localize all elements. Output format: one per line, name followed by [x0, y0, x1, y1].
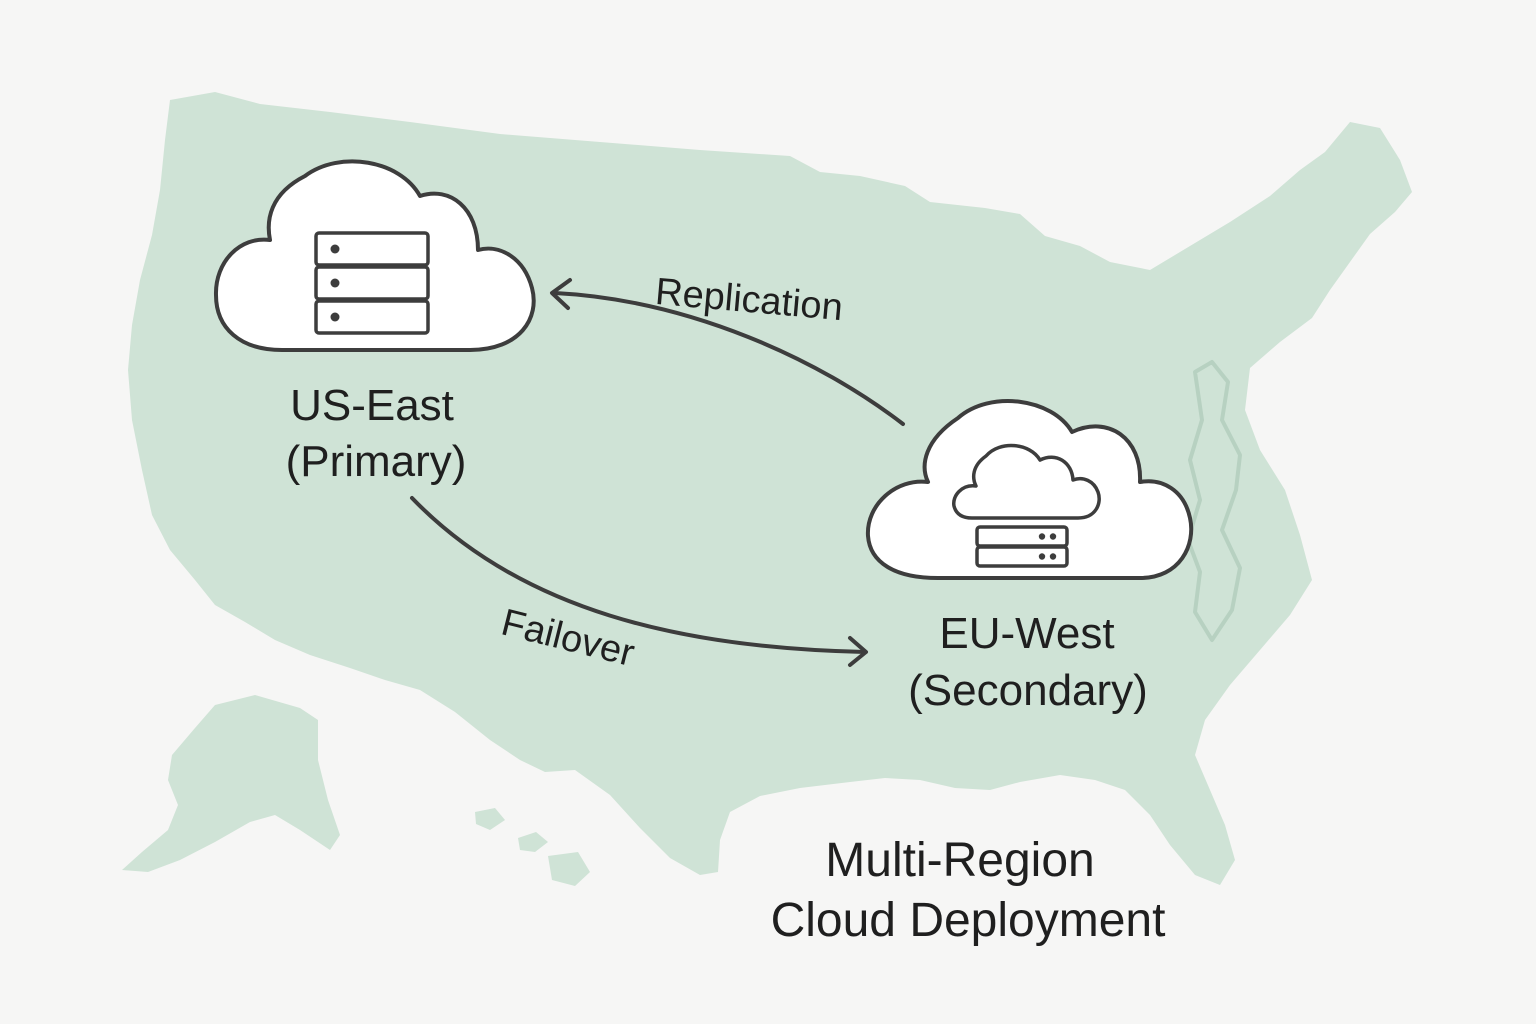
- server-unit-bottom-led-2: [1049, 553, 1057, 560]
- server-unit-bottom-led-1: [1038, 553, 1046, 560]
- server-unit-bottom: [975, 545, 1069, 568]
- coastline-outline: [1186, 360, 1242, 642]
- hawaii-island-2: [518, 832, 548, 852]
- server-unit-3-led: [330, 312, 340, 322]
- server-unit-1-led: [330, 244, 340, 254]
- server-unit-2: [314, 265, 430, 301]
- cloud-with-server-icon: [865, 399, 1194, 580]
- small-cloud-icon: [952, 443, 1101, 520]
- server-unit-top-led-1: [1038, 533, 1046, 540]
- secondary-region-name: EU-West: [939, 609, 1114, 658]
- alaska-map: [122, 695, 340, 872]
- server-unit-2-led: [330, 278, 340, 288]
- server-unit-top-led-2: [1049, 533, 1057, 540]
- secondary-region-role: (Secondary): [908, 666, 1148, 715]
- replication-arrowhead: [550, 278, 572, 310]
- region-us-east: US-East (Primary): [213, 159, 536, 486]
- region-eu-west: EU-West (Secondary): [865, 399, 1194, 715]
- replication-arrow-line: [553, 291, 905, 426]
- failover-arrowhead: [848, 636, 868, 667]
- diagram-title: Multi-Region Cloud Deployment: [771, 834, 1166, 947]
- server-unit-1: [314, 231, 430, 267]
- hawaii-island-3: [548, 852, 590, 886]
- primary-region-role: (Primary): [286, 437, 467, 486]
- failover-arrow-line: [410, 496, 867, 654]
- primary-region-name: US-East: [290, 381, 454, 430]
- hawaii-island-1: [475, 808, 505, 830]
- cloud-server-rack-icon: [213, 159, 536, 352]
- title-line-1: Multi-Region: [825, 834, 1094, 887]
- server-unit-3: [314, 299, 430, 335]
- title-line-2: Cloud Deployment: [771, 894, 1166, 947]
